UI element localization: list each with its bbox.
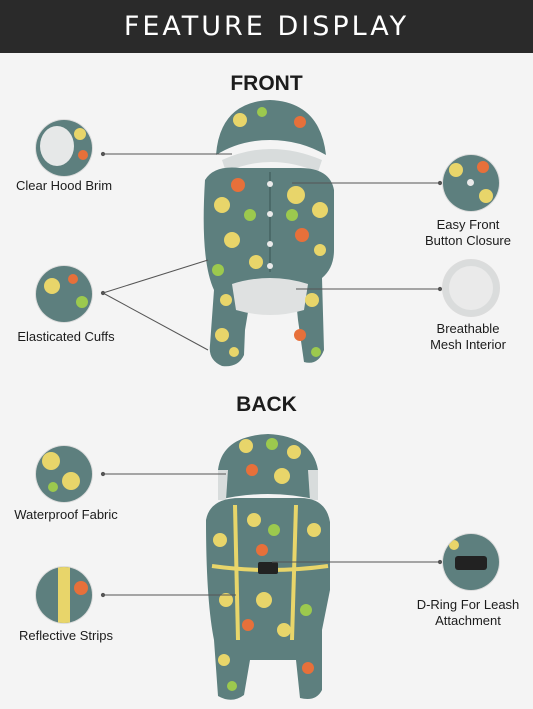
banner: FEATURE DISPLAY — [0, 0, 533, 53]
elasticated-cuffs-thumbnail — [36, 266, 92, 322]
dring-leash-label-line1: D-Ring For Leash — [416, 597, 520, 612]
back-section-title: BACK — [236, 393, 297, 416]
banner-title: FEATURE DISPLAY — [123, 11, 410, 42]
front-section-title: FRONT — [230, 72, 303, 95]
waterproof-fabric-label: Waterproof Fabric — [14, 507, 118, 522]
breathable-mesh-label-line2: Mesh Interior — [430, 337, 506, 352]
easy-front-button-label-line2: Button Closure — [425, 233, 511, 248]
back-raincoat-image — [206, 434, 330, 700]
reflective-strips-thumbnail — [36, 567, 92, 623]
clear-hood-brim-label: Clear Hood Brim — [15, 178, 113, 193]
dring-leash-thumbnail — [443, 534, 499, 590]
clear-hood-brim-thumbnail — [36, 120, 92, 176]
easy-front-button-thumbnail — [443, 155, 499, 211]
breathable-mesh-label-line1: Breathable — [436, 321, 500, 336]
leader-lines — [100, 151, 443, 598]
easy-front-button-label-line1: Easy Front — [436, 217, 500, 232]
reflective-strips-label: Reflective Strips — [19, 628, 113, 643]
front-raincoat-image — [203, 100, 334, 367]
dring-leash-label-line2: Attachment — [435, 613, 501, 628]
elasticated-cuffs-label: Elasticated Cuffs — [17, 329, 115, 344]
waterproof-fabric-thumbnail — [36, 446, 92, 502]
breathable-mesh-thumbnail — [443, 260, 499, 316]
